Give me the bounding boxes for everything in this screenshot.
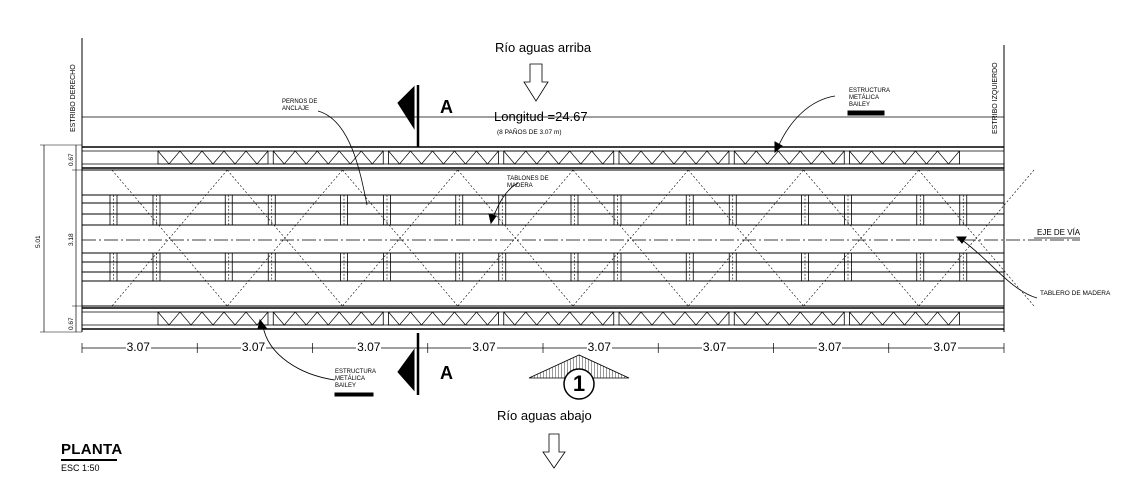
section-letter-bottom: A xyxy=(440,363,453,383)
downstream-label: Río aguas abajo xyxy=(497,408,592,423)
section-marker-bottom xyxy=(397,348,415,392)
span-dim-label: 3.07 xyxy=(356,340,382,354)
upstream-arrow xyxy=(523,63,549,102)
bracing-line xyxy=(572,169,689,307)
deck-label: TABLERO DE MADERA xyxy=(1040,290,1111,297)
truss-bottom-dim: 0.67 xyxy=(68,317,75,330)
truss-web xyxy=(618,150,730,165)
section-marker-top xyxy=(397,85,415,130)
right-abutment-label: ESTRIBO IZQUIERDO xyxy=(992,62,999,134)
length-label: Longitud =24.67 xyxy=(494,109,588,124)
drawing-scale: ESC 1:50 xyxy=(61,463,100,473)
truss-web xyxy=(388,311,499,326)
truss-web xyxy=(157,311,269,326)
upstream-label: Río aguas arriba xyxy=(495,40,592,55)
downstream-arrow xyxy=(542,433,566,469)
drawing-title: PLANTA xyxy=(61,441,123,458)
bracing-line xyxy=(688,169,804,307)
spans-note: (8 PAÑOS DE 3.07 m) xyxy=(497,129,562,136)
deck-width-dim: 3.18 xyxy=(68,233,75,246)
truss-web xyxy=(272,150,384,165)
total-width-dim: 5.01 xyxy=(35,235,42,248)
truss-web xyxy=(503,311,615,326)
elevation-number: 1 xyxy=(572,371,586,396)
truss-web xyxy=(503,150,615,165)
truss-web xyxy=(388,150,499,165)
truss-top-dim: 0.67 xyxy=(68,153,75,166)
bracing-line xyxy=(227,169,343,307)
span-dim-label: 3.07 xyxy=(586,340,612,354)
bracing-line xyxy=(918,169,1035,307)
truss-web xyxy=(618,311,730,326)
elevation-circle xyxy=(563,368,595,400)
truss-web xyxy=(157,150,269,165)
truss-web xyxy=(849,150,960,165)
span-dim-label: 3.07 xyxy=(817,340,843,354)
section-letter-top: A xyxy=(440,97,453,117)
truss-web xyxy=(272,311,384,326)
span-dim-label: 3.07 xyxy=(701,340,728,354)
road-axis-label: EJE DE VÍA xyxy=(1037,228,1081,237)
truss-web xyxy=(849,311,960,326)
span-dim-label: 3.07 xyxy=(471,340,497,354)
bracing-line xyxy=(803,169,919,307)
title-underline xyxy=(61,459,117,461)
span-dim-label: 3.07 xyxy=(932,340,958,354)
left-abutment-label: ESTRIBO DERECHO xyxy=(70,64,77,132)
truss-web xyxy=(733,311,845,326)
span-dim-label: 3.07 xyxy=(125,340,151,354)
bracing-line xyxy=(111,169,228,307)
span-dim-label: 3.07 xyxy=(240,340,267,354)
truss-web xyxy=(733,150,845,165)
bracing-line xyxy=(342,169,458,307)
bracing-line xyxy=(457,169,574,307)
